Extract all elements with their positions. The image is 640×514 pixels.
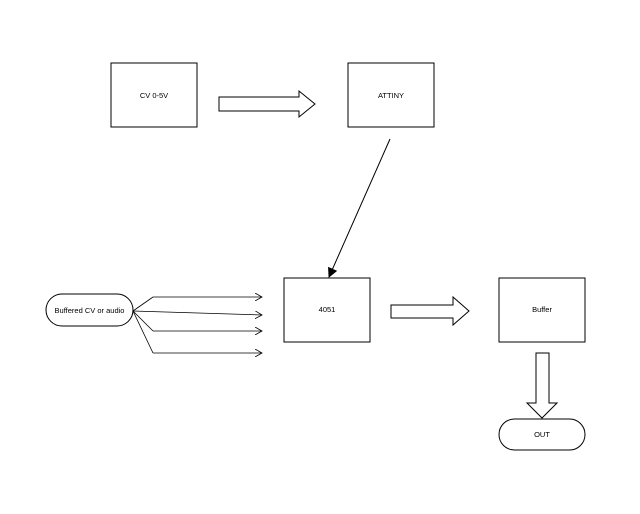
input-fanout [132, 296, 262, 354]
source-terminal: Buffered CV or audio [45, 293, 134, 327]
mux-label: 4051 [319, 305, 336, 314]
input-line-4 [132, 310, 154, 354]
source-label: Buffered CV or audio [55, 306, 125, 315]
block-arrow-buffer-to-out [525, 352, 559, 419]
block-arrow-cv-to-attiny [218, 89, 316, 119]
block-arrow-4051-to-buffer [390, 295, 470, 327]
buffer-label: Buffer [532, 305, 552, 314]
input-line-2 [132, 310, 262, 315]
cv-input-label: CV 0-5V [140, 91, 168, 100]
control-arrow-attiny-to-4051 [328, 138, 391, 278]
input-line-1 [132, 296, 154, 312]
output-terminal: OUT [498, 418, 586, 451]
mux-block: 4051 [283, 277, 371, 343]
output-label: OUT [534, 430, 550, 439]
attiny-block: ATTINY [347, 62, 435, 128]
cv-input-block: CV 0-5V [110, 62, 198, 128]
buffer-block: Buffer [498, 277, 586, 343]
input-line-3 [132, 310, 154, 332]
attiny-label: ATTINY [378, 91, 404, 100]
